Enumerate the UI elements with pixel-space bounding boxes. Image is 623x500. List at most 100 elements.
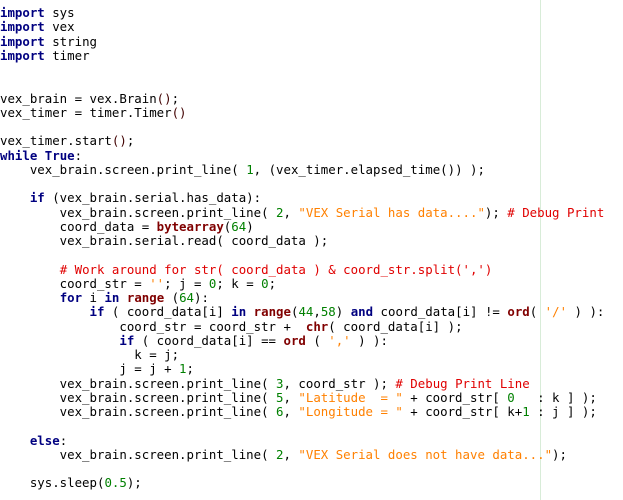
code-line[interactable]: import timer [0, 48, 604, 63]
code-token: ; [171, 90, 180, 106]
code-line[interactable] [0, 462, 604, 476]
code-token: : [74, 147, 83, 163]
code-line[interactable]: k = j; [0, 347, 604, 362]
code-token: coord_data = [0, 218, 157, 234]
code-token: ); [126, 475, 142, 491]
code-token: coord_data[i] != [373, 304, 508, 320]
code-line[interactable]: coord_str = ''; j = 0; k = 0; [0, 275, 604, 291]
builtin-token: ord [283, 332, 306, 348]
code-token: : [59, 432, 68, 448]
code-token: ; [186, 361, 194, 377]
code-line[interactable]: import vex [0, 20, 604, 34]
keyword-token: else [29, 432, 60, 448]
code-token: vex_brain.screen.print_line( [0, 404, 277, 419]
string-token: "Longitude = " [298, 404, 403, 419]
number-token: 0 [261, 275, 269, 291]
paren-token: () [171, 104, 187, 120]
code-token: ) ): [350, 332, 388, 348]
keyword-token: for [59, 290, 83, 305]
code-line[interactable] [0, 120, 604, 134]
code-line[interactable] [0, 77, 604, 91]
number-token: 44 [298, 304, 314, 320]
code-token: j = j + [0, 361, 180, 377]
code-line[interactable]: if (vex_brain.serial.has_data): [0, 191, 604, 205]
code-line[interactable]: vex_brain.screen.print_line( 2, "VEX Ser… [0, 446, 604, 462]
code-line[interactable]: vex_brain.screen.print_line( 6, "Longitu… [0, 404, 604, 419]
number-token: 2 [276, 204, 284, 220]
number-token: 3 [276, 375, 284, 391]
code-line[interactable]: import sys [0, 5, 604, 20]
code-token: vex_brain.screen.print_line( [0, 446, 277, 462]
number-token: 64 [231, 218, 247, 234]
code-token [37, 148, 44, 163]
code-line[interactable] [0, 63, 604, 77]
comment-token: # Debug Print Line [395, 375, 530, 391]
string-token: '/' [544, 304, 568, 320]
code-line[interactable]: vex_brain.screen.print_line( 2, "VEX Ser… [0, 204, 605, 220]
comment-token: # Debug Print [507, 204, 605, 220]
code-token: ) ): [567, 304, 605, 320]
code-line[interactable]: sys.sleep(0.5); [0, 476, 604, 490]
code-token: + coord_str[ k+ [402, 404, 523, 419]
number-token: 6 [276, 404, 284, 419]
code-token: ; j = [164, 275, 209, 291]
code-token [0, 190, 30, 205]
code-token: ) [246, 218, 254, 234]
code-token: , (vex_timer.elapsed_time()) ); [253, 161, 485, 177]
code-token: vex_brain.serial.read( coord_data ); [0, 233, 329, 248]
number-token: 0 [208, 275, 217, 291]
code-token: , [283, 404, 299, 419]
code-line[interactable]: j = j + 1; [0, 362, 604, 376]
number-token: 1 [522, 404, 530, 419]
keyword-token: and [350, 304, 374, 320]
code-token: k = j; [0, 347, 180, 362]
code-token: ( coord_data[i] [104, 304, 232, 320]
code-line[interactable] [0, 177, 604, 191]
code-token: : k ] ); [514, 389, 597, 405]
code-token: , [283, 389, 299, 405]
code-token: ; [268, 275, 277, 291]
code-token: vex_brain.screen.print_line( [0, 204, 277, 220]
code-line[interactable]: vex_brain.screen.print_line( 3, coord_st… [0, 375, 604, 391]
number-token: 64 [179, 290, 195, 305]
code-line[interactable]: vex_timer = timer.Timer() [0, 104, 604, 120]
code-token: ): [194, 290, 209, 305]
code-line[interactable]: if ( coord_data[i] == ord ( ',' ) ): [0, 332, 604, 348]
code-token: , [313, 304, 321, 320]
code-line[interactable] [0, 419, 604, 433]
keyword-token: if [29, 190, 45, 206]
code-line[interactable]: import string [0, 34, 604, 49]
code-line[interactable]: coord_str = coord_str + chr( coord_data[… [0, 318, 604, 334]
code-token: coord_str = coord_str + [0, 318, 306, 334]
builtin-token: chr [305, 318, 329, 334]
number-token: 0 [507, 389, 515, 405]
keyword-token: in [231, 304, 247, 320]
keyword-token: import [0, 5, 45, 20]
code-token [0, 304, 90, 319]
code-token: (vex_brain.serial.has_data): [44, 190, 262, 206]
code-line[interactable]: for i in range (64): [0, 290, 604, 305]
code-token: , [283, 446, 299, 462]
code-line[interactable]: vex_brain = vex.Brain(); [0, 90, 604, 106]
code-line[interactable]: vex_brain.screen.print_line( 1, (vex_tim… [0, 161, 604, 177]
code-line[interactable]: vex_brain.screen.print_line( 5, "Latitud… [0, 389, 604, 405]
code-line[interactable]: if ( coord_data[i] in range(44,58) and c… [0, 304, 605, 320]
code-line[interactable]: # Work around for str( coord_data ) & co… [0, 262, 604, 277]
string-token: "Latitude = " [298, 389, 403, 405]
keyword-token: while [0, 147, 38, 163]
code-line[interactable]: else: [0, 432, 604, 448]
code-token: : j ] ); [529, 404, 597, 419]
code-line[interactable] [0, 248, 604, 262]
code-token [0, 262, 60, 277]
number-token: 2 [276, 446, 284, 462]
code-line[interactable]: vex_timer.start(); [0, 134, 604, 148]
code-token: ( coord_data[i] == [134, 332, 284, 348]
number-token: 1 [246, 161, 254, 177]
code-token: ; [126, 133, 135, 149]
code-token: ( [305, 332, 329, 348]
code-token: vex_brain.screen.print_line( [0, 161, 247, 177]
code-line[interactable]: vex_brain.serial.read( coord_data ); [0, 233, 604, 248]
code-line[interactable]: coord_data = bytearray(64) [0, 218, 604, 234]
code-line[interactable]: while True: [0, 147, 604, 163]
